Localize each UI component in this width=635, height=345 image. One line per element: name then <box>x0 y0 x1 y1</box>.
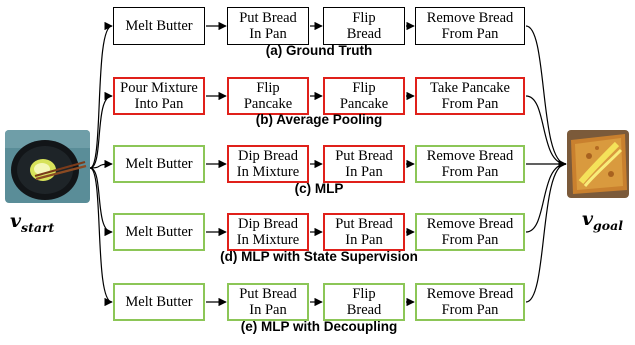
step-box-average-pooling-4: Take Pancake From Pan <box>415 77 525 115</box>
goal-merge-line <box>525 25 567 165</box>
start-branch-arrow <box>89 21 113 169</box>
step-text: Remove Bread From Pan <box>426 216 514 248</box>
step-box-average-pooling-2: Flip Pancake <box>227 77 309 115</box>
row-caption-mlp: (c) MLP <box>294 181 344 196</box>
step-box-average-pooling-1: Pour Mixture Into Pan <box>113 77 205 115</box>
step-text: Dip Bread In Mixture <box>236 216 300 248</box>
step-box-ground-truth-1: Melt Butter <box>113 7 205 45</box>
start-state-label: vstart <box>10 210 55 235</box>
grilled-cheese-sandwich-icon <box>567 130 629 198</box>
step-text: Dip Bread In Mixture <box>236 148 300 180</box>
row-caption-ground-truth: (a) Ground Truth <box>265 43 373 58</box>
step-box-mlp-state-supervision-1: Melt Butter <box>113 213 205 251</box>
goal-state-image <box>567 130 629 198</box>
step-box-ground-truth-2: Put Bread In Pan <box>227 7 309 45</box>
step-text: Flip Bread <box>346 286 382 318</box>
step-box-mlp-state-supervision-3: Put Bread In Pan <box>323 213 405 251</box>
step-text: Put Bread In Pan <box>239 286 297 318</box>
step-text: Melt Butter <box>125 18 193 34</box>
step-box-mlp-decoupling-4: Remove Bread From Pan <box>415 283 525 321</box>
step-text: Pour Mixture Into Pan <box>120 80 198 112</box>
step-text: Put Bread In Pan <box>335 148 393 180</box>
step-text: Melt Butter <box>125 156 193 172</box>
step-text: Melt Butter <box>125 294 193 310</box>
step-box-average-pooling-3: Flip Pancake <box>323 77 405 115</box>
start-branch-arrow <box>89 167 113 237</box>
step-box-ground-truth-3: Flip Bread <box>323 7 405 45</box>
step-text: Flip Bread <box>346 10 382 42</box>
step-box-mlp-state-supervision-4: Remove Bread From Pan <box>415 213 525 251</box>
step-text: Take Pancake From Pan <box>430 80 510 112</box>
row-caption-average-pooling: (b) Average Pooling <box>255 112 383 127</box>
step-text: Remove Bread From Pan <box>426 286 514 318</box>
step-text: Flip Pancake <box>339 80 389 112</box>
step-text: Put Bread In Pan <box>335 216 393 248</box>
step-box-mlp-decoupling-3: Flip Bread <box>323 283 405 321</box>
step-box-mlp-1: Melt Butter <box>113 145 205 183</box>
step-text: Flip Pancake <box>243 80 293 112</box>
pan-with-melting-butter-icon <box>5 130 90 203</box>
step-box-mlp-2: Dip Bread In Mixture <box>227 145 309 183</box>
goal-state-label: vgoal <box>582 208 623 233</box>
start-branch-arrow <box>89 159 113 169</box>
step-text: Remove Bread From Pan <box>426 10 514 42</box>
goal-merge-line <box>525 163 567 233</box>
step-text: Melt Butter <box>125 224 193 240</box>
row-caption-mlp-state-supervision: (d) MLP with State Supervision <box>220 249 418 264</box>
step-box-mlp-3: Put Bread In Pan <box>323 145 405 183</box>
start-state-image <box>5 130 90 203</box>
step-box-mlp-4: Remove Bread From Pan <box>415 145 525 183</box>
step-text: Put Bread In Pan <box>239 10 297 42</box>
start-branch-arrow <box>89 167 113 307</box>
step-box-mlp-decoupling-2: Put Bread In Pan <box>227 283 309 321</box>
start-branch-arrow <box>89 91 113 169</box>
step-text: Remove Bread From Pan <box>426 148 514 180</box>
step-box-mlp-state-supervision-2: Dip Bread In Mixture <box>227 213 309 251</box>
goal-merge-line <box>525 163 567 303</box>
step-box-mlp-decoupling-1: Melt Butter <box>113 283 205 321</box>
step-box-ground-truth-4: Remove Bread From Pan <box>415 7 525 45</box>
row-caption-mlp-decoupling: (e) MLP with Decoupling <box>240 319 398 334</box>
